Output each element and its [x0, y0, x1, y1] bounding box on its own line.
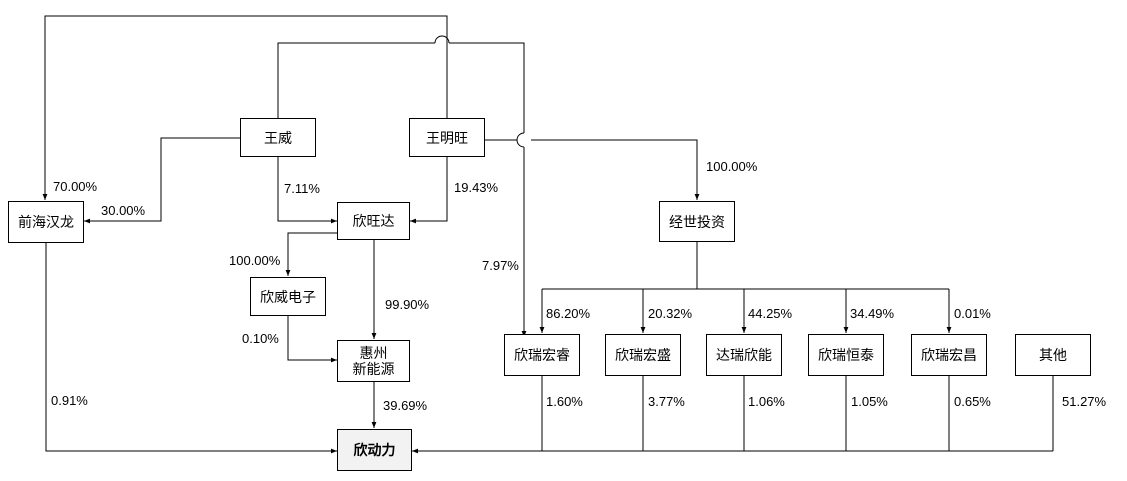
edge-wangmingwang-top — [42, 15, 448, 200]
stake-jingshi-xinruihongsheng: 20.32% — [648, 306, 693, 321]
edge-qianhai-xindongli — [45, 243, 337, 454]
stake-qianhai-xindongli: 0.91% — [51, 393, 88, 408]
stake-wangmingwang-jingshi: 100.00% — [706, 159, 758, 174]
entity-xindongli: 欣动力 — [337, 429, 412, 471]
stake-xinruihongrui-xindongli: 1.60% — [546, 394, 583, 409]
stake-jingshi-xinruihengtai: 34.49% — [850, 306, 895, 321]
entity-jingshitouzi: 经世投资 — [659, 201, 735, 242]
stake-xinruihongchang-xindongli: 0.65% — [954, 394, 991, 409]
stake-jingshi-daruixinneng: 44.25% — [748, 306, 793, 321]
edge-xinwei-huizhou — [287, 316, 337, 363]
stake-daruixinneng-xindongli: 1.06% — [748, 394, 785, 409]
edge-xinwangda-xinwei — [285, 232, 337, 276]
stake-xinwangda-xinweidianzi: 100.00% — [229, 253, 281, 268]
edge-wangwei-qianhai-hop2 — [516, 132, 525, 148]
stake-jingshi-xinruihongrui: 86.20% — [546, 306, 591, 321]
edge-wangwei-qianhai-2 — [449, 42, 525, 133]
edge-wangwei-qianhai-hop — [434, 35, 450, 44]
stake-wangwei-xinwangda: 7.11% — [284, 181, 320, 196]
entity-qianhaihanlong: 前海汉龙 — [8, 201, 84, 243]
entity-xinruihongrui: 欣瑞宏睿 — [504, 334, 580, 376]
stake-xinruihongsheng-xindongli: 3.77% — [648, 394, 685, 409]
stake-xinweidianzi-huizhou: 0.10% — [242, 331, 279, 346]
edge-wangwei-xinwangda — [277, 157, 337, 224]
stake-wangwei-qianhai: 70.00% — [53, 179, 98, 194]
entity-xinruihongchang: 欣瑞宏昌 — [911, 334, 987, 376]
edge-wangwei-qianhai-30 — [84, 137, 240, 224]
entity-huizhou: 惠州 新能源 — [337, 340, 410, 382]
edge-wangwei-qianhai — [277, 42, 435, 118]
entity-qita: 其他 — [1015, 334, 1091, 376]
stake-wangmingwang-xinwangda: 19.43% — [454, 180, 499, 195]
entity-wangmingwang: 王明旺 — [409, 118, 485, 157]
entity-wangwei: 王威 — [240, 118, 316, 157]
entity-xinruihengtai: 欣瑞恒泰 — [808, 334, 884, 376]
edge-wangmingwang-right-b — [531, 139, 700, 200]
entity-xinweidianzi: 欣威电子 — [250, 277, 326, 316]
entity-xinwangda: 欣旺达 — [337, 202, 410, 240]
stake-qita-xindongli: 51.27% — [1062, 394, 1107, 409]
stake-wangmingwang-qianhai: 30.00% — [101, 203, 146, 218]
stake-wangmingwang-xinruihongrui: 7.97% — [482, 258, 519, 273]
stake-xinwangda-huizhou: 99.90% — [385, 297, 430, 312]
entity-xinruihongsheng: 欣瑞宏盛 — [605, 334, 681, 376]
stake-jingshi-xinruihongchang: 0.01% — [954, 306, 991, 321]
edge-wangmingwang-xinwangda — [410, 157, 448, 224]
stake-huizhou-xindongli: 39.69% — [383, 398, 428, 413]
stake-xinruihengtai-xindongli: 1.05% — [851, 394, 888, 409]
entity-daruixinneng: 达瑞欣能 — [706, 334, 782, 376]
